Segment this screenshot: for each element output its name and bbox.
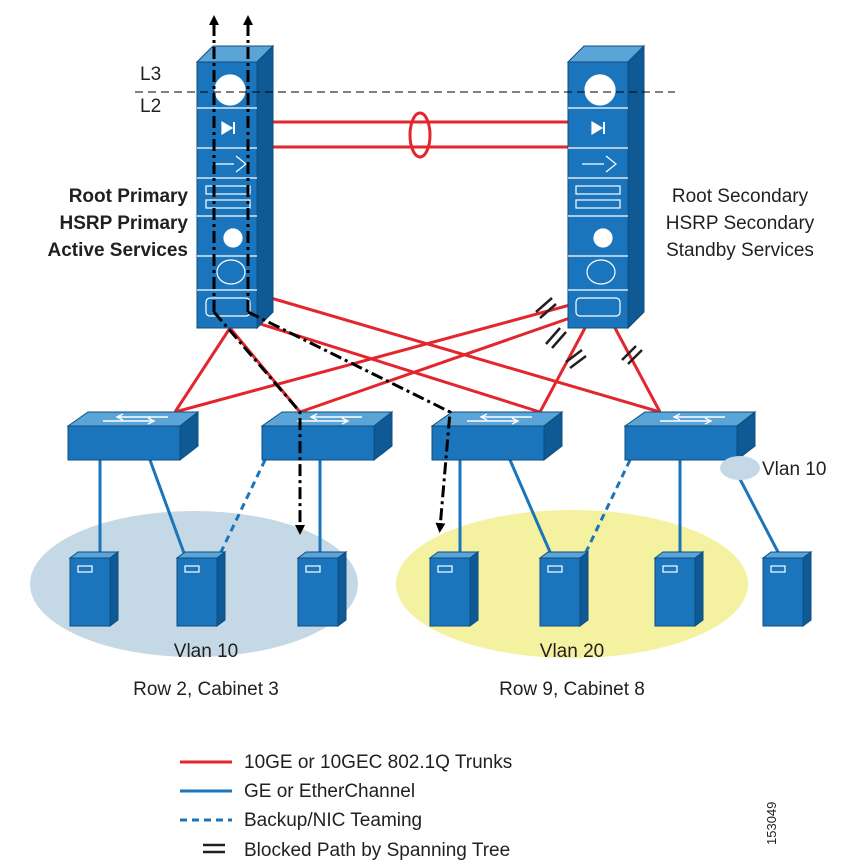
legend-backup-label: Backup/NIC Teaming (244, 810, 422, 831)
secondary-role-line2: HSRP Secondary (666, 213, 815, 234)
group1-location: Row 2, Cabinet 3 (133, 679, 279, 700)
group2-location: Row 9, Cabinet 8 (499, 679, 645, 700)
figure-id: 153049 (764, 802, 779, 845)
vlan-tag-label: Vlan 10 (762, 459, 826, 480)
distribution-switch-secondary (566, 44, 646, 330)
server-2 (176, 551, 226, 627)
vlan10-label: Vlan 10 (174, 641, 238, 662)
primary-role-line3: Active Services (48, 240, 189, 261)
blocked-path-markers (535, 297, 643, 369)
server-6 (654, 551, 704, 627)
backup-links (208, 459, 632, 576)
l3-label: L3 (140, 64, 161, 85)
traffic-flow-paths (209, 15, 452, 535)
etherchannel-ring (408, 111, 432, 159)
access-switch-3 (431, 411, 563, 461)
access-switch-2 (261, 411, 393, 461)
server-5 (539, 551, 589, 627)
l2-label: L2 (140, 96, 161, 117)
server-7 (762, 551, 812, 627)
legend: 10GE or 10GEC 802.1Q Trunks GE or EtherC… (180, 752, 512, 861)
server-1 (69, 551, 119, 627)
primary-role-line2: HSRP Primary (60, 213, 189, 234)
distribution-switch-primary (195, 44, 275, 330)
legend-ge-label: GE or EtherChannel (244, 781, 415, 802)
legend-blocked-label: Blocked Path by Spanning Tree (244, 840, 510, 861)
legend-trunk-label: 10GE or 10GEC 802.1Q Trunks (244, 752, 512, 773)
primary-role-line1: Root Primary (69, 186, 189, 207)
secondary-role-line3: Standby Services (666, 240, 814, 261)
access-switch-4 (624, 411, 756, 461)
vlan20-label: Vlan 20 (540, 641, 604, 662)
secondary-role-line1: Root Secondary (672, 186, 809, 207)
server-4 (429, 551, 479, 627)
access-switch-1 (67, 411, 199, 461)
vlan-tag-bubble (720, 456, 760, 480)
server-3 (297, 551, 347, 627)
